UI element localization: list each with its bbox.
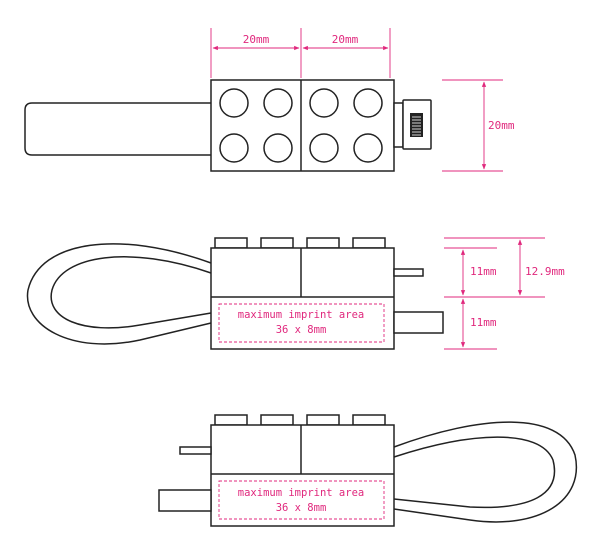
side1-cable-loop-inner: [50, 256, 212, 329]
side1-large-connector: [393, 311, 444, 334]
side1-height-dimensions: 11mm 12.9mm 11mm: [444, 237, 565, 350]
side1-small-connector: [393, 268, 424, 277]
side2-imprint-label: maximum imprint area: [238, 487, 364, 499]
side2-cable-loop-inner: [393, 436, 556, 509]
side2-studs: [214, 414, 386, 426]
top-width-right-label: 20mm: [332, 33, 359, 46]
side1-body: [210, 247, 395, 350]
top-width-left-label: 20mm: [243, 33, 270, 46]
top-height-label: 20mm: [488, 119, 515, 132]
side1-studs: [214, 237, 386, 249]
top-connector: [393, 99, 432, 150]
side-upper-height-label: 11mm: [470, 265, 497, 278]
top-body: [210, 79, 395, 172]
side-total-height-label: 12.9mm: [525, 265, 565, 278]
top-view: 20mm 20mm 20mm: [24, 28, 515, 172]
top-studs: [219, 88, 383, 163]
side-lower-height-label: 11mm: [470, 316, 497, 329]
side1-cable-loop: [26, 243, 212, 345]
side2-cable-loop: [393, 421, 578, 523]
top-height-dimension: 20mm: [442, 79, 515, 172]
side2-imprint-size: 36 x 8mm: [276, 502, 327, 514]
side1-imprint-area: [218, 303, 385, 343]
side2-imprint-area: [218, 480, 385, 520]
top-strap: [24, 102, 211, 156]
side-view-2: maximum imprint area 36 x 8mm: [158, 414, 578, 527]
top-width-dimension: 20mm 20mm: [210, 28, 391, 78]
side1-imprint-label: maximum imprint area: [238, 309, 364, 321]
side-view-1: maximum imprint area 36 x 8mm 11mm 12.9m…: [26, 237, 565, 350]
side2-body: [210, 424, 395, 527]
side2-large-connector: [158, 489, 212, 512]
side2-small-connector: [179, 446, 212, 455]
side1-imprint-size: 36 x 8mm: [276, 324, 327, 336]
